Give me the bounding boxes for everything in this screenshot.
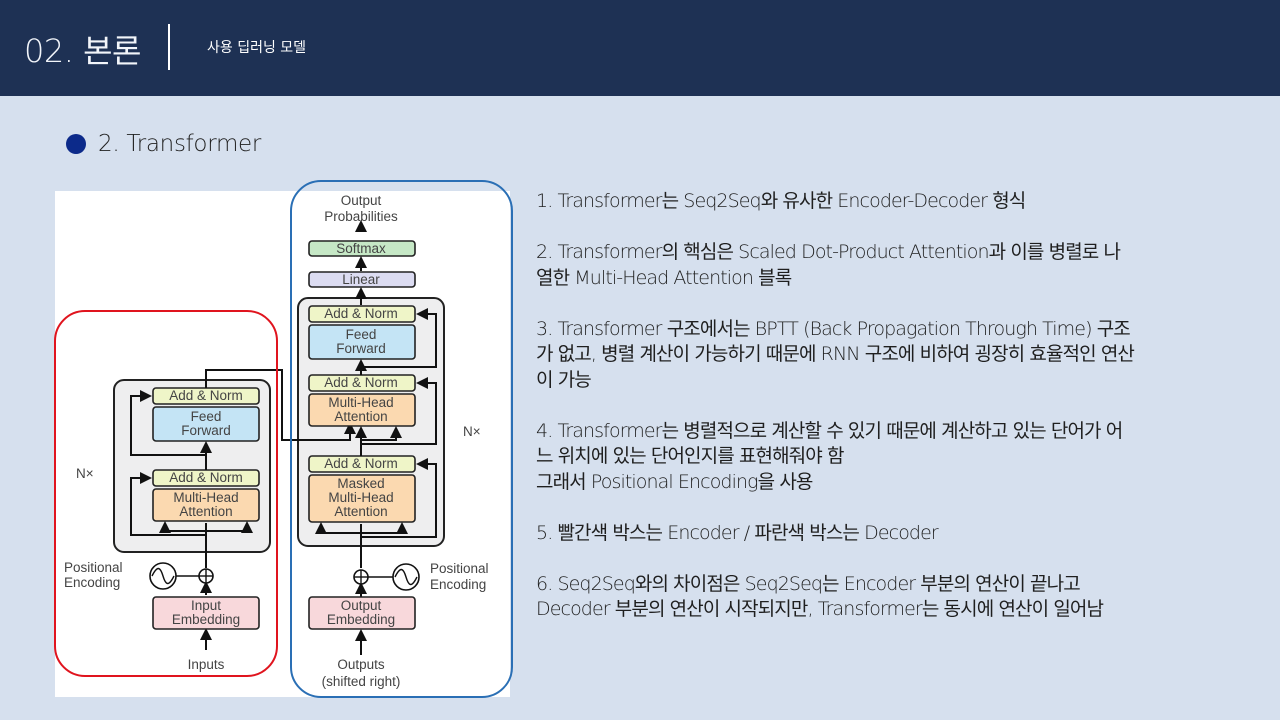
- softmax-label: Softmax: [336, 241, 386, 256]
- header-title: 02. 본론: [24, 32, 141, 70]
- point-3: 3. Transformer 구조에서는 BPTT (Back Propagat…: [536, 317, 1135, 391]
- encoder-mha-label-2: Attention: [179, 504, 232, 519]
- slide-header: 02. 본론 사용 딥러닝 모델: [0, 0, 1280, 96]
- point-5: 5. 빨간색 박스는 Encoder / 파란색 박스는 Decoder: [536, 521, 939, 544]
- point-6: 6. Seq2Seq와의 차이점은 Seq2Seq는 Encoder 부분의 연…: [536, 572, 1104, 621]
- output-embedding-label-2: Embedding: [327, 612, 395, 627]
- encoder-highlight-box: [54, 310, 278, 677]
- output-embedding-label-1: Output: [341, 598, 382, 613]
- explanation-list: 1. Transformer는 Seq2Seq와 유사한 Encoder-Dec…: [536, 189, 1226, 648]
- encoder-add-norm-bottom-label: Add & Norm: [169, 470, 243, 485]
- decoder-add-norm-2-label: Add & Norm: [324, 375, 398, 390]
- point-4: 4. Transformer는 병렬적으로 계산할 수 있기 때문에 계산하고 …: [536, 419, 1123, 493]
- decoder-add-norm-1-label: Add & Norm: [324, 306, 398, 321]
- point-2: 2. Transformer의 핵심은 Scaled Dot-Product A…: [536, 241, 1121, 289]
- masked-mha-label-1: Masked: [337, 476, 384, 491]
- header-divider: [168, 24, 170, 70]
- encoder-positional-label-1: Positional: [64, 560, 123, 575]
- input-embedding-label-2: Embedding: [172, 612, 240, 627]
- masked-mha-label-3: Attention: [334, 504, 387, 519]
- section-heading: 2. Transformer: [66, 131, 261, 157]
- inputs-label: Inputs: [188, 657, 225, 672]
- output-embedding: [308, 596, 416, 630]
- header-subtitle: 사용 딥러닝 모델: [207, 40, 307, 56]
- output-probabilities-label-1: Output: [341, 193, 382, 208]
- decoder-ff-label-2: Forward: [336, 341, 386, 356]
- encoder-multi-head-attention: [152, 488, 260, 522]
- decoder-positional-label-2: Encoding: [430, 577, 486, 592]
- encoder-feed-forward-label-2: Forward: [181, 423, 231, 438]
- encoder-add-norm-top-label: Add & Norm: [169, 388, 243, 403]
- decoder-highlight-box: [290, 180, 513, 698]
- decoder-mha-label-2: Attention: [334, 409, 387, 424]
- section-title: 2. Transformer: [98, 131, 262, 157]
- bullet-dot-icon: [66, 134, 86, 154]
- output-probabilities-label-2: Probabilities: [324, 209, 398, 224]
- encoder-feed-forward-label-1: Feed: [191, 409, 222, 424]
- decoder-masked-mha: [308, 474, 416, 523]
- decoder-ff-label-1: Feed: [346, 327, 377, 342]
- encoder-positional-label-2: Encoding: [64, 575, 120, 590]
- outputs-label-2: (shifted right): [322, 674, 401, 689]
- linear-label: Linear: [342, 272, 380, 287]
- input-embedding: [152, 596, 260, 630]
- decoder-add-norm-3-label: Add & Norm: [324, 456, 398, 471]
- masked-mha-label-2: Multi-Head: [328, 490, 393, 505]
- decoder-mha-label-1: Multi-Head: [328, 395, 393, 410]
- outputs-label-1: Outputs: [337, 657, 385, 672]
- decoder-nx-label: N×: [463, 424, 481, 439]
- input-embedding-label-1: Input: [191, 598, 221, 613]
- point-1: 1. Transformer는 Seq2Seq와 유사한 Encoder-Dec…: [536, 190, 1026, 212]
- encoder-nx-label: N×: [76, 466, 94, 481]
- decoder-add-norm-1: [308, 305, 416, 323]
- encoder-mha-label-1: Multi-Head: [173, 490, 238, 505]
- decoder-positional-label-1: Positional: [430, 561, 489, 576]
